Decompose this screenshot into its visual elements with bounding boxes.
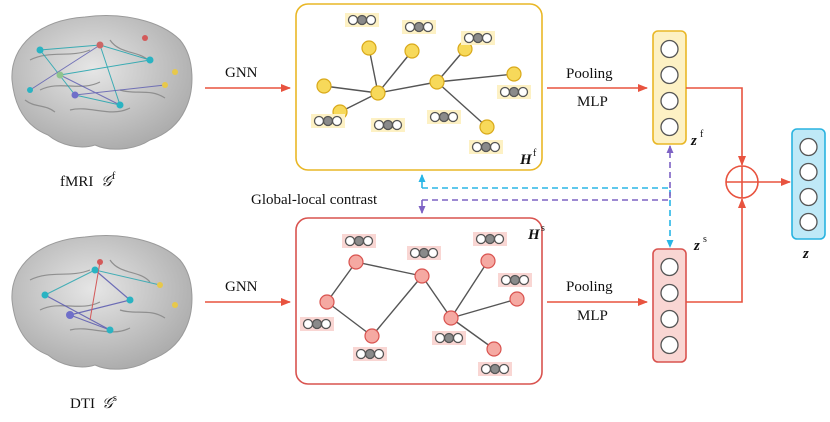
dti-graph-superscript: s bbox=[113, 393, 117, 404]
H-f-label: H bbox=[519, 152, 533, 168]
H-s-label: H bbox=[527, 227, 541, 243]
fmri-feature-vectors bbox=[311, 13, 531, 154]
dti-graph-symbol: 𝒢 bbox=[102, 396, 115, 412]
contrast-purple-connector bbox=[418, 145, 674, 214]
pooling-label-bottom: Pooling bbox=[566, 279, 613, 295]
z-f-vector bbox=[652, 30, 687, 145]
z-s-label: z bbox=[693, 238, 700, 254]
fmri-brain-image bbox=[11, 15, 193, 150]
z-s-superscript: s bbox=[703, 234, 707, 245]
z-s-vector bbox=[652, 248, 687, 363]
global-local-contrast-label: Global-local contrast bbox=[251, 192, 378, 208]
H-f-superscript: f bbox=[533, 148, 537, 159]
gnn-label-bottom: GNN bbox=[225, 279, 258, 295]
z-final-label: z bbox=[802, 246, 809, 262]
dti-brain-image bbox=[11, 235, 193, 370]
dti-graph bbox=[300, 232, 532, 376]
dti-feature-vectors bbox=[300, 232, 532, 376]
z-f-superscript: f bbox=[700, 129, 704, 140]
H-s-superscript: s bbox=[541, 223, 545, 234]
contrast-cyan-connector bbox=[418, 174, 674, 248]
concat-operator-icon bbox=[725, 165, 759, 199]
fmri-graph bbox=[311, 13, 531, 154]
fusion-arrow-top bbox=[686, 87, 746, 166]
z-f-label: z bbox=[690, 133, 697, 149]
fmri-caption: fMRI bbox=[60, 174, 93, 190]
z-final-vector bbox=[791, 128, 826, 240]
dti-caption: DTI bbox=[70, 396, 95, 412]
pooling-label-top: Pooling bbox=[566, 66, 613, 82]
fusion-arrow-bottom bbox=[686, 198, 746, 303]
fmri-graph-symbol: 𝒢 bbox=[101, 174, 114, 190]
mlp-label-bottom: MLP bbox=[577, 308, 608, 324]
fmri-graph-superscript: f bbox=[112, 171, 116, 182]
gnn-label-top: GNN bbox=[225, 65, 258, 81]
mlp-label-top: MLP bbox=[577, 94, 608, 110]
